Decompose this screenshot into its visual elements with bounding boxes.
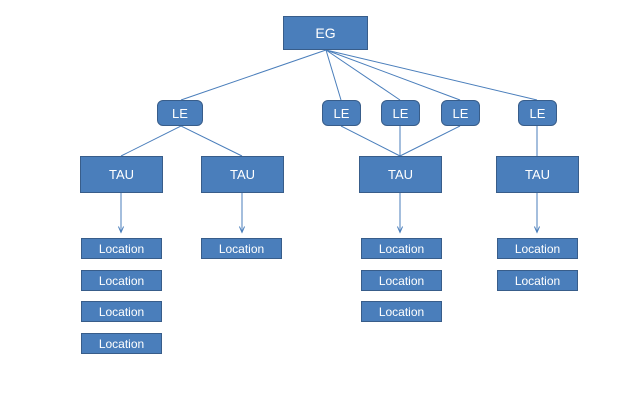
connector-eg-to-le5 — [325, 49, 538, 101]
connector-le2-to-tau3 — [340, 125, 401, 157]
connector-eg-to-le3 — [325, 49, 401, 101]
node-tau-3[interactable]: TAU — [359, 156, 442, 193]
node-location-c1-r3[interactable]: Location — [81, 301, 162, 322]
node-le-1[interactable]: LE — [157, 100, 203, 126]
node-location-c1-r2[interactable]: Location — [81, 270, 162, 291]
edges-tau-to-location — [121, 193, 537, 232]
node-location-c4-r2[interactable]: Location — [497, 270, 578, 291]
node-le-5[interactable]: LE — [518, 100, 557, 126]
node-eg-root[interactable]: EG — [283, 16, 368, 50]
connector-le1-to-tau1 — [120, 125, 182, 157]
node-location-c4-r1[interactable]: Location — [497, 238, 578, 259]
node-tau-2[interactable]: TAU — [201, 156, 284, 193]
connector-le4-to-tau3 — [399, 125, 461, 157]
node-le-4[interactable]: LE — [441, 100, 480, 126]
node-location-c3-r3[interactable]: Location — [361, 301, 442, 322]
node-location-c3-r2[interactable]: Location — [361, 270, 442, 291]
node-location-c2-r1[interactable]: Location — [201, 238, 282, 259]
node-location-c1-r4[interactable]: Location — [81, 333, 162, 354]
connector-eg-to-le2 — [325, 49, 342, 101]
connector-eg-to-le4 — [325, 49, 461, 101]
node-location-c3-r1[interactable]: Location — [361, 238, 442, 259]
node-le-2[interactable]: LE — [322, 100, 361, 126]
edges-eg-to-le — [180, 49, 538, 101]
connector-le1-to-tau2 — [180, 125, 243, 157]
node-tau-4[interactable]: TAU — [496, 156, 579, 193]
connector-eg-to-le1 — [180, 49, 327, 101]
node-tau-1[interactable]: TAU — [80, 156, 163, 193]
node-location-c1-r1[interactable]: Location — [81, 238, 162, 259]
node-le-3[interactable]: LE — [381, 100, 420, 126]
edges-le-to-tau — [120, 125, 538, 157]
